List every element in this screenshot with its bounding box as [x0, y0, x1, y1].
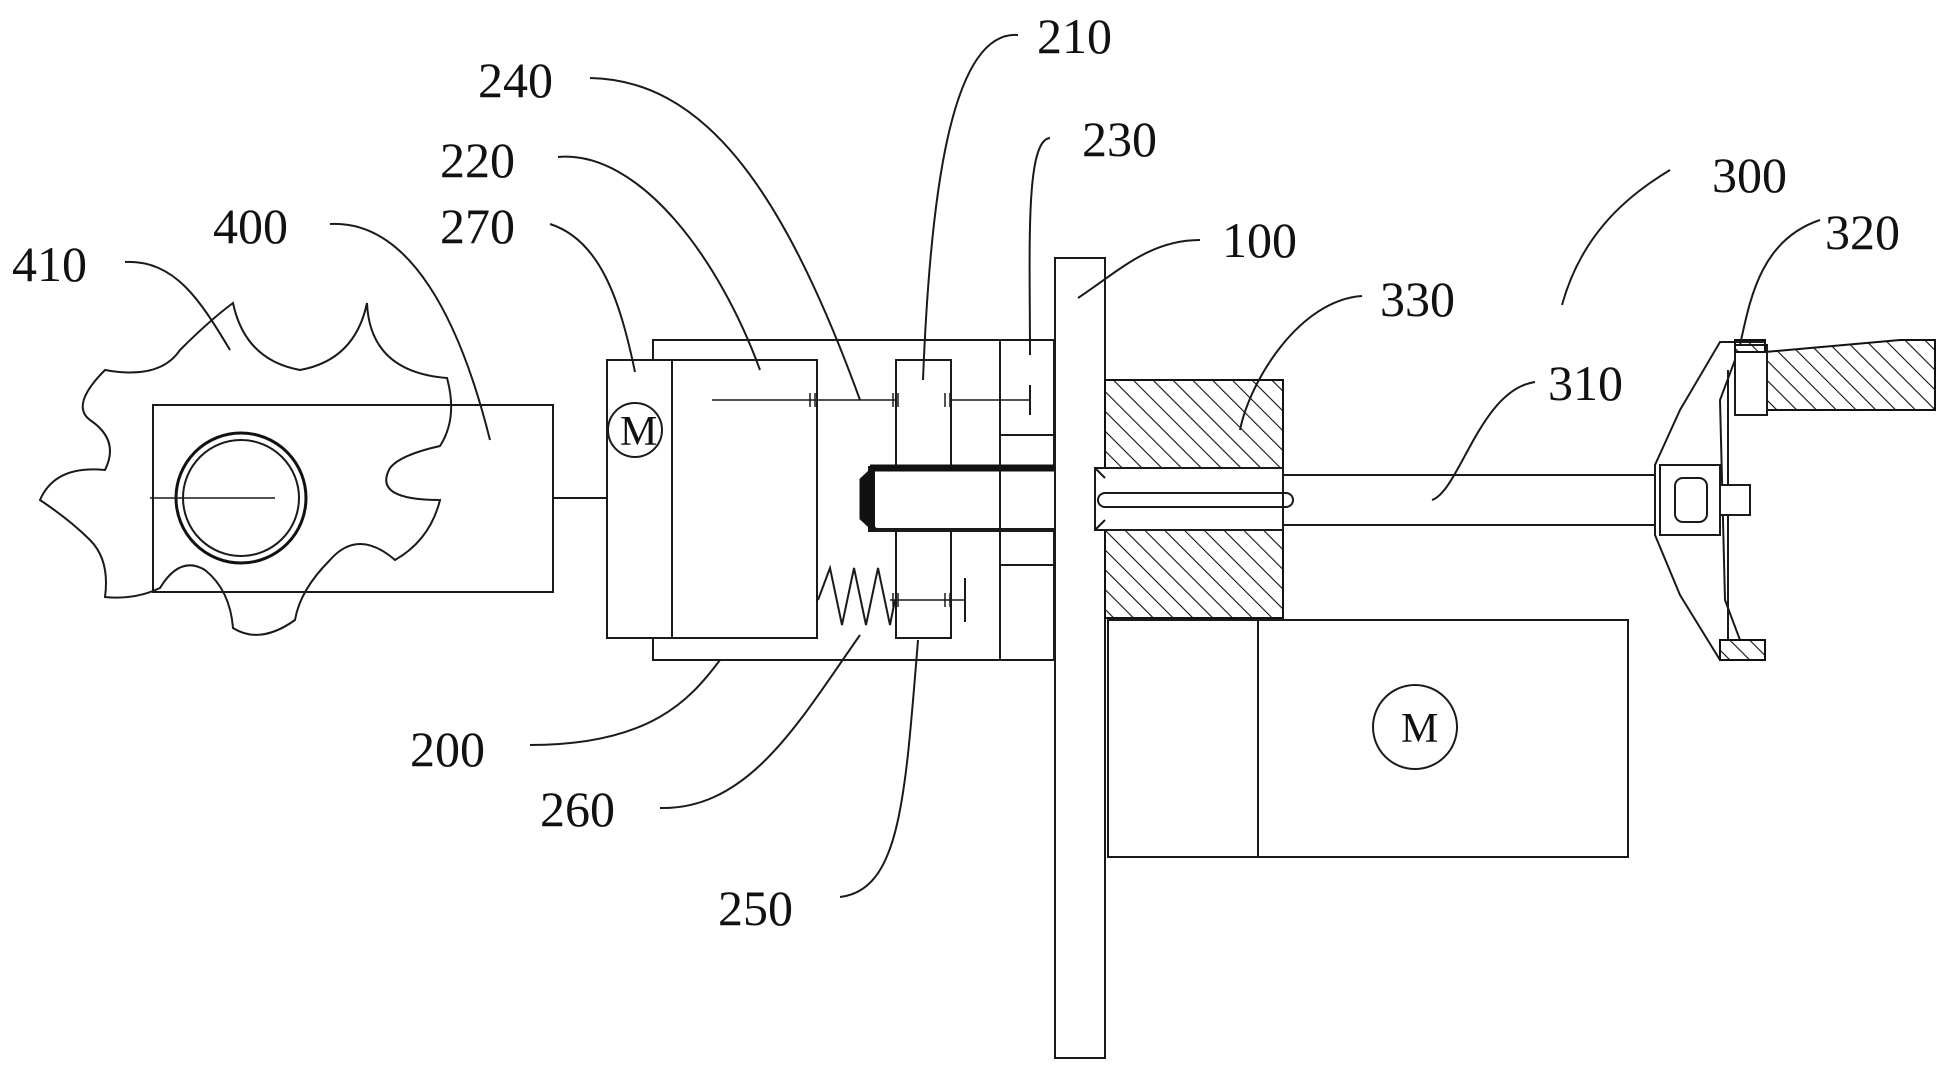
- label-240: 240: [478, 52, 553, 108]
- handle-pin: [1735, 340, 1765, 352]
- coupler-330-bottom: [1105, 530, 1283, 618]
- motor-label: M: [1401, 706, 1438, 752]
- plate-100: [1055, 258, 1105, 1058]
- coupler-330-top: [1105, 380, 1283, 468]
- motor-box: [1108, 620, 1628, 857]
- label-270: 270: [440, 198, 515, 254]
- label-230: 230: [1082, 111, 1157, 167]
- label-320: 320: [1825, 204, 1900, 260]
- handle-base: [1735, 345, 1767, 415]
- label-260: 260: [540, 781, 615, 837]
- label-250: 250: [718, 880, 793, 936]
- hub-310: [1660, 465, 1720, 535]
- label-330: 330: [1380, 271, 1455, 327]
- label-210: 210: [1037, 8, 1112, 64]
- label-400: 400: [213, 198, 288, 254]
- gearbox-220: [672, 360, 817, 638]
- label-410: 410: [12, 236, 87, 292]
- handle-320: [1765, 340, 1935, 410]
- handwheel-bottom: [1720, 640, 1765, 660]
- rod-tip: [862, 468, 875, 530]
- label-100: 100: [1222, 212, 1297, 268]
- label-310: 310: [1548, 355, 1623, 411]
- sprocket-410: [40, 303, 451, 635]
- shaft-310: [1283, 475, 1668, 525]
- coupler-330-bore: [1095, 468, 1283, 530]
- label-300: 300: [1712, 147, 1787, 203]
- spring-260: [818, 568, 895, 625]
- label-220: 220: [440, 132, 515, 188]
- motor-270-label: M: [620, 409, 657, 455]
- hub-nut: [1720, 485, 1750, 515]
- motor-270-box: [607, 360, 672, 638]
- label-200: 200: [410, 721, 485, 777]
